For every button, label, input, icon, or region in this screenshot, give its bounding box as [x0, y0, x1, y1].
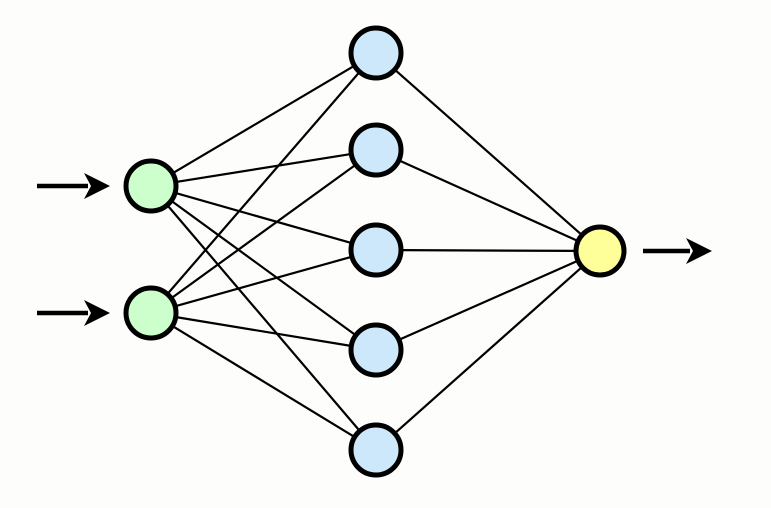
edge-i2-h1 — [165, 70, 362, 296]
output-node-1[interactable] — [573, 224, 627, 278]
edge-i2-h3 — [173, 255, 354, 308]
edge-i1-h5 — [165, 203, 362, 433]
output-arrow-1-head — [686, 238, 712, 264]
input-arrow-2 — [37, 300, 110, 326]
input-node-1[interactable] — [123, 158, 179, 214]
hidden-node-2[interactable] — [348, 122, 404, 178]
edge-i1-h1 — [170, 64, 357, 175]
hidden-node-5[interactable] — [348, 422, 404, 478]
edge-i1-h3 — [172, 191, 355, 245]
edge-i2-h5 — [170, 324, 357, 439]
edge-h3-o1 — [398, 249, 579, 252]
edges-group — [165, 64, 584, 439]
input-arrow-1 — [37, 173, 110, 199]
output-arrow-1 — [643, 238, 712, 264]
edge-h2-o1 — [396, 158, 581, 243]
hidden-node-3[interactable] — [348, 222, 404, 278]
edge-i1-h2 — [173, 152, 354, 184]
edge-i2-h4 — [173, 315, 354, 348]
edge-h1-o1 — [392, 67, 584, 237]
input-node-2[interactable] — [123, 285, 179, 341]
edge-i1-h4 — [169, 199, 358, 337]
edge-i2-h2 — [169, 162, 358, 301]
edge-h4-o1 — [396, 259, 581, 342]
input-arrow-2-head — [84, 300, 110, 326]
arrows-group — [37, 173, 712, 326]
edge-h5-o1 — [392, 265, 584, 436]
hidden-node-4[interactable] — [348, 322, 404, 378]
nodes-group — [123, 25, 627, 478]
hidden-node-1[interactable] — [348, 25, 404, 81]
input-arrow-1-head — [84, 173, 110, 199]
